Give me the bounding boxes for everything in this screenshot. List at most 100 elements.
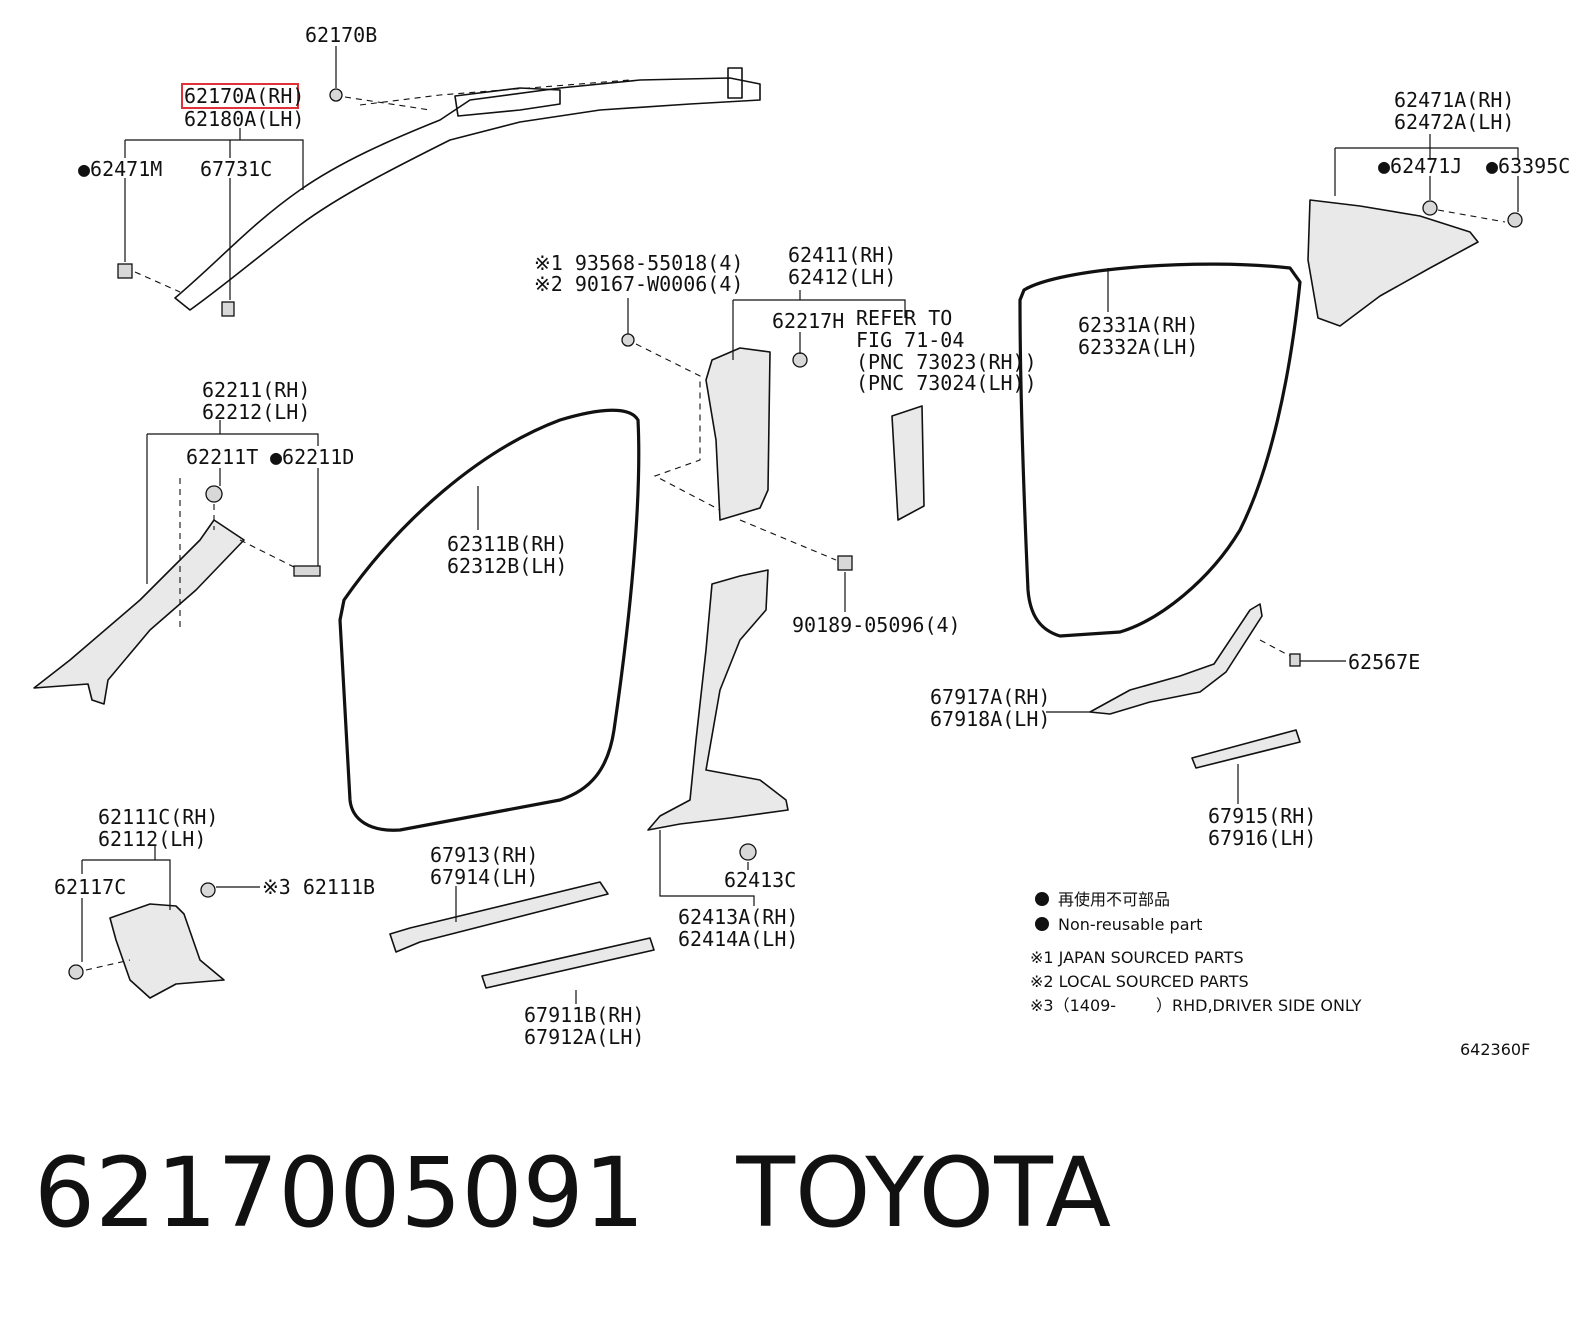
clip-62211D <box>293 565 321 577</box>
dash-line <box>1437 209 1506 223</box>
label-90167: ※2 90167-W0006(4) <box>534 272 743 296</box>
clip-63395C <box>1507 212 1523 228</box>
leader-line <box>1334 134 1519 212</box>
airbag-bracket <box>727 67 743 99</box>
clip-62111B <box>200 882 216 898</box>
rear-scuff-trim-part <box>1089 603 1263 715</box>
legend-note-2: ※2 LOCAL SOURCED PARTS <box>1030 972 1249 991</box>
dash-line <box>134 271 181 293</box>
label-62332A: 62332A(LH) <box>1078 335 1198 359</box>
label-62472A: 62472A(LH) <box>1394 110 1514 134</box>
label-62312B: 62312B(LH) <box>447 554 567 578</box>
clip-62567E <box>1289 653 1301 667</box>
label-62211D: ●62211D <box>270 445 354 469</box>
leader-line <box>146 420 319 584</box>
label-refer-pnc-lh: (PNC 73024(LH)) <box>856 371 1037 395</box>
label-62411: 62411(RH) <box>788 243 896 267</box>
label-62471A: 62471A(RH) <box>1394 88 1514 112</box>
figure-code: 642360F <box>1460 1040 1530 1059</box>
b-pillar-lower-part <box>647 569 789 831</box>
b-pillar-lower-group: 62413C 62413A(RH) 62414A(LH) <box>647 569 798 951</box>
label-62112: 62112(LH) <box>98 827 206 851</box>
label-refer-pnc-rh: (PNC 73023(RH)) <box>856 350 1037 374</box>
curtain-airbag-group: 62170B 62170A(RH) 62180A(LH) ●62471M 677… <box>78 23 761 317</box>
dash-line <box>85 959 131 971</box>
label-67918A: 67918A(LH) <box>930 707 1050 731</box>
nonreusable-dot <box>1035 892 1049 906</box>
leader-line <box>124 128 304 300</box>
clip-67731C <box>221 301 235 317</box>
label-62217H: 62217H <box>772 309 844 333</box>
leader-line <box>627 290 906 612</box>
legend-nonreusable-jp: 再使用不可部品 <box>1058 890 1170 909</box>
bolt-62170B <box>329 88 343 102</box>
label-62567E: 62567E <box>1348 650 1420 674</box>
b-pillar-upper-group: ※1 93568-55018(4) ※2 90167-W0006(4) 6241… <box>534 243 1037 637</box>
label-67914: 67914(LH) <box>430 865 538 889</box>
clip-62471M <box>117 263 133 279</box>
label-62414A: 62414A(LH) <box>678 927 798 951</box>
front-scuff-group: 67913(RH) 67914(LH) 67911B(RH) 67912A(LH… <box>389 843 655 1049</box>
quarter-trim-group: 62471A(RH) 62472A(LH) ●62471J ●63395C <box>1307 88 1570 327</box>
label-62311B: 62311B(RH) <box>447 532 567 556</box>
front-door-scuff-plate-part <box>481 937 655 989</box>
caption-brand: TOYOTA <box>736 1137 1112 1249</box>
legend-note-1: ※1 JAPAN SOURCED PARTS <box>1030 948 1244 967</box>
front-scuff-plate-part <box>389 881 609 953</box>
label-62331A: 62331A(RH) <box>1078 313 1198 337</box>
leader-line <box>81 846 260 962</box>
label-62111B: ※3 62111B <box>262 875 375 899</box>
label-67731C: 67731C <box>200 157 272 181</box>
label-62211: 62211(RH) <box>202 378 310 402</box>
airbag-inflator-part <box>454 87 561 117</box>
label-refer-fig: FIG 71-04 <box>856 328 964 352</box>
quarter-trim-part <box>1307 199 1479 327</box>
leader-line <box>659 830 755 906</box>
rear-scuff-group: 62567E 67917A(RH) 67918A(LH) 67915(RH) 6… <box>930 603 1420 850</box>
legend-note-3a: ※3（1409- <box>1030 996 1116 1015</box>
label-62170A: 62170A(RH) <box>184 84 304 108</box>
b-pillar-upper-part <box>705 347 771 521</box>
caption-part-number: 6217005091 <box>34 1137 645 1249</box>
label-62180A: 62180A(LH) <box>184 107 304 131</box>
clip-62117C <box>68 964 84 980</box>
label-67915: 67915(RH) <box>1208 804 1316 828</box>
legend-nonreusable-en: Non-reusable part <box>1058 915 1202 934</box>
label-refer-to: REFER TO <box>856 306 952 330</box>
nonreusable-dot <box>1035 917 1049 931</box>
front-door-weatherstrip <box>338 408 641 832</box>
bolt-93568 <box>621 333 635 347</box>
dash-line <box>344 79 631 111</box>
label-62413A: 62413A(RH) <box>678 905 798 929</box>
nut-90189 <box>837 555 853 571</box>
a-pillar-trim-group: 62211(RH) 62212(LH) 62211T ●62211D <box>33 378 354 705</box>
label-62117C: 62117C <box>54 875 126 899</box>
label-93568: ※1 93568-55018(4) <box>534 251 743 275</box>
dash-line <box>1259 639 1291 657</box>
label-62413C: 62413C <box>724 868 796 892</box>
caption: 6217005091 TOYOTA <box>34 1138 1111 1248</box>
cowl-trim-group: 62111C(RH) 62112(LH) 62117C ※3 62111B <box>54 805 375 999</box>
label-90189: 90189-05096(4) <box>792 613 961 637</box>
label-67912A: 67912A(LH) <box>524 1025 644 1049</box>
curtain-airbag-part <box>174 77 761 311</box>
legend: 再使用不可部品 Non-reusable part ※1 JAPAN SOURC… <box>1030 890 1362 1015</box>
label-62471J: ●62471J <box>1378 154 1462 178</box>
label-62471M: ●62471M <box>78 157 162 181</box>
label-63395C: ●63395C <box>1486 154 1570 178</box>
label-62212: 62212(LH) <box>202 400 310 424</box>
front-weatherstrip-group: 62311B(RH) 62312B(LH) <box>338 408 641 832</box>
cowl-side-trim-part <box>109 903 225 999</box>
legend-note-3b: ）RHD,DRIVER SIDE ONLY <box>1156 996 1362 1015</box>
label-62412: 62412(LH) <box>788 265 896 289</box>
highlight-box <box>181 83 299 109</box>
clip-62211T <box>205 485 223 503</box>
clip-62413C <box>739 843 757 861</box>
label-67913: 67913(RH) <box>430 843 538 867</box>
label-67911B: 67911B(RH) <box>524 1003 644 1027</box>
dash-line <box>635 343 837 561</box>
label-62211T: 62211T <box>186 445 258 469</box>
leader-line <box>1046 660 1346 804</box>
label-67916: 67916(LH) <box>1208 826 1316 850</box>
